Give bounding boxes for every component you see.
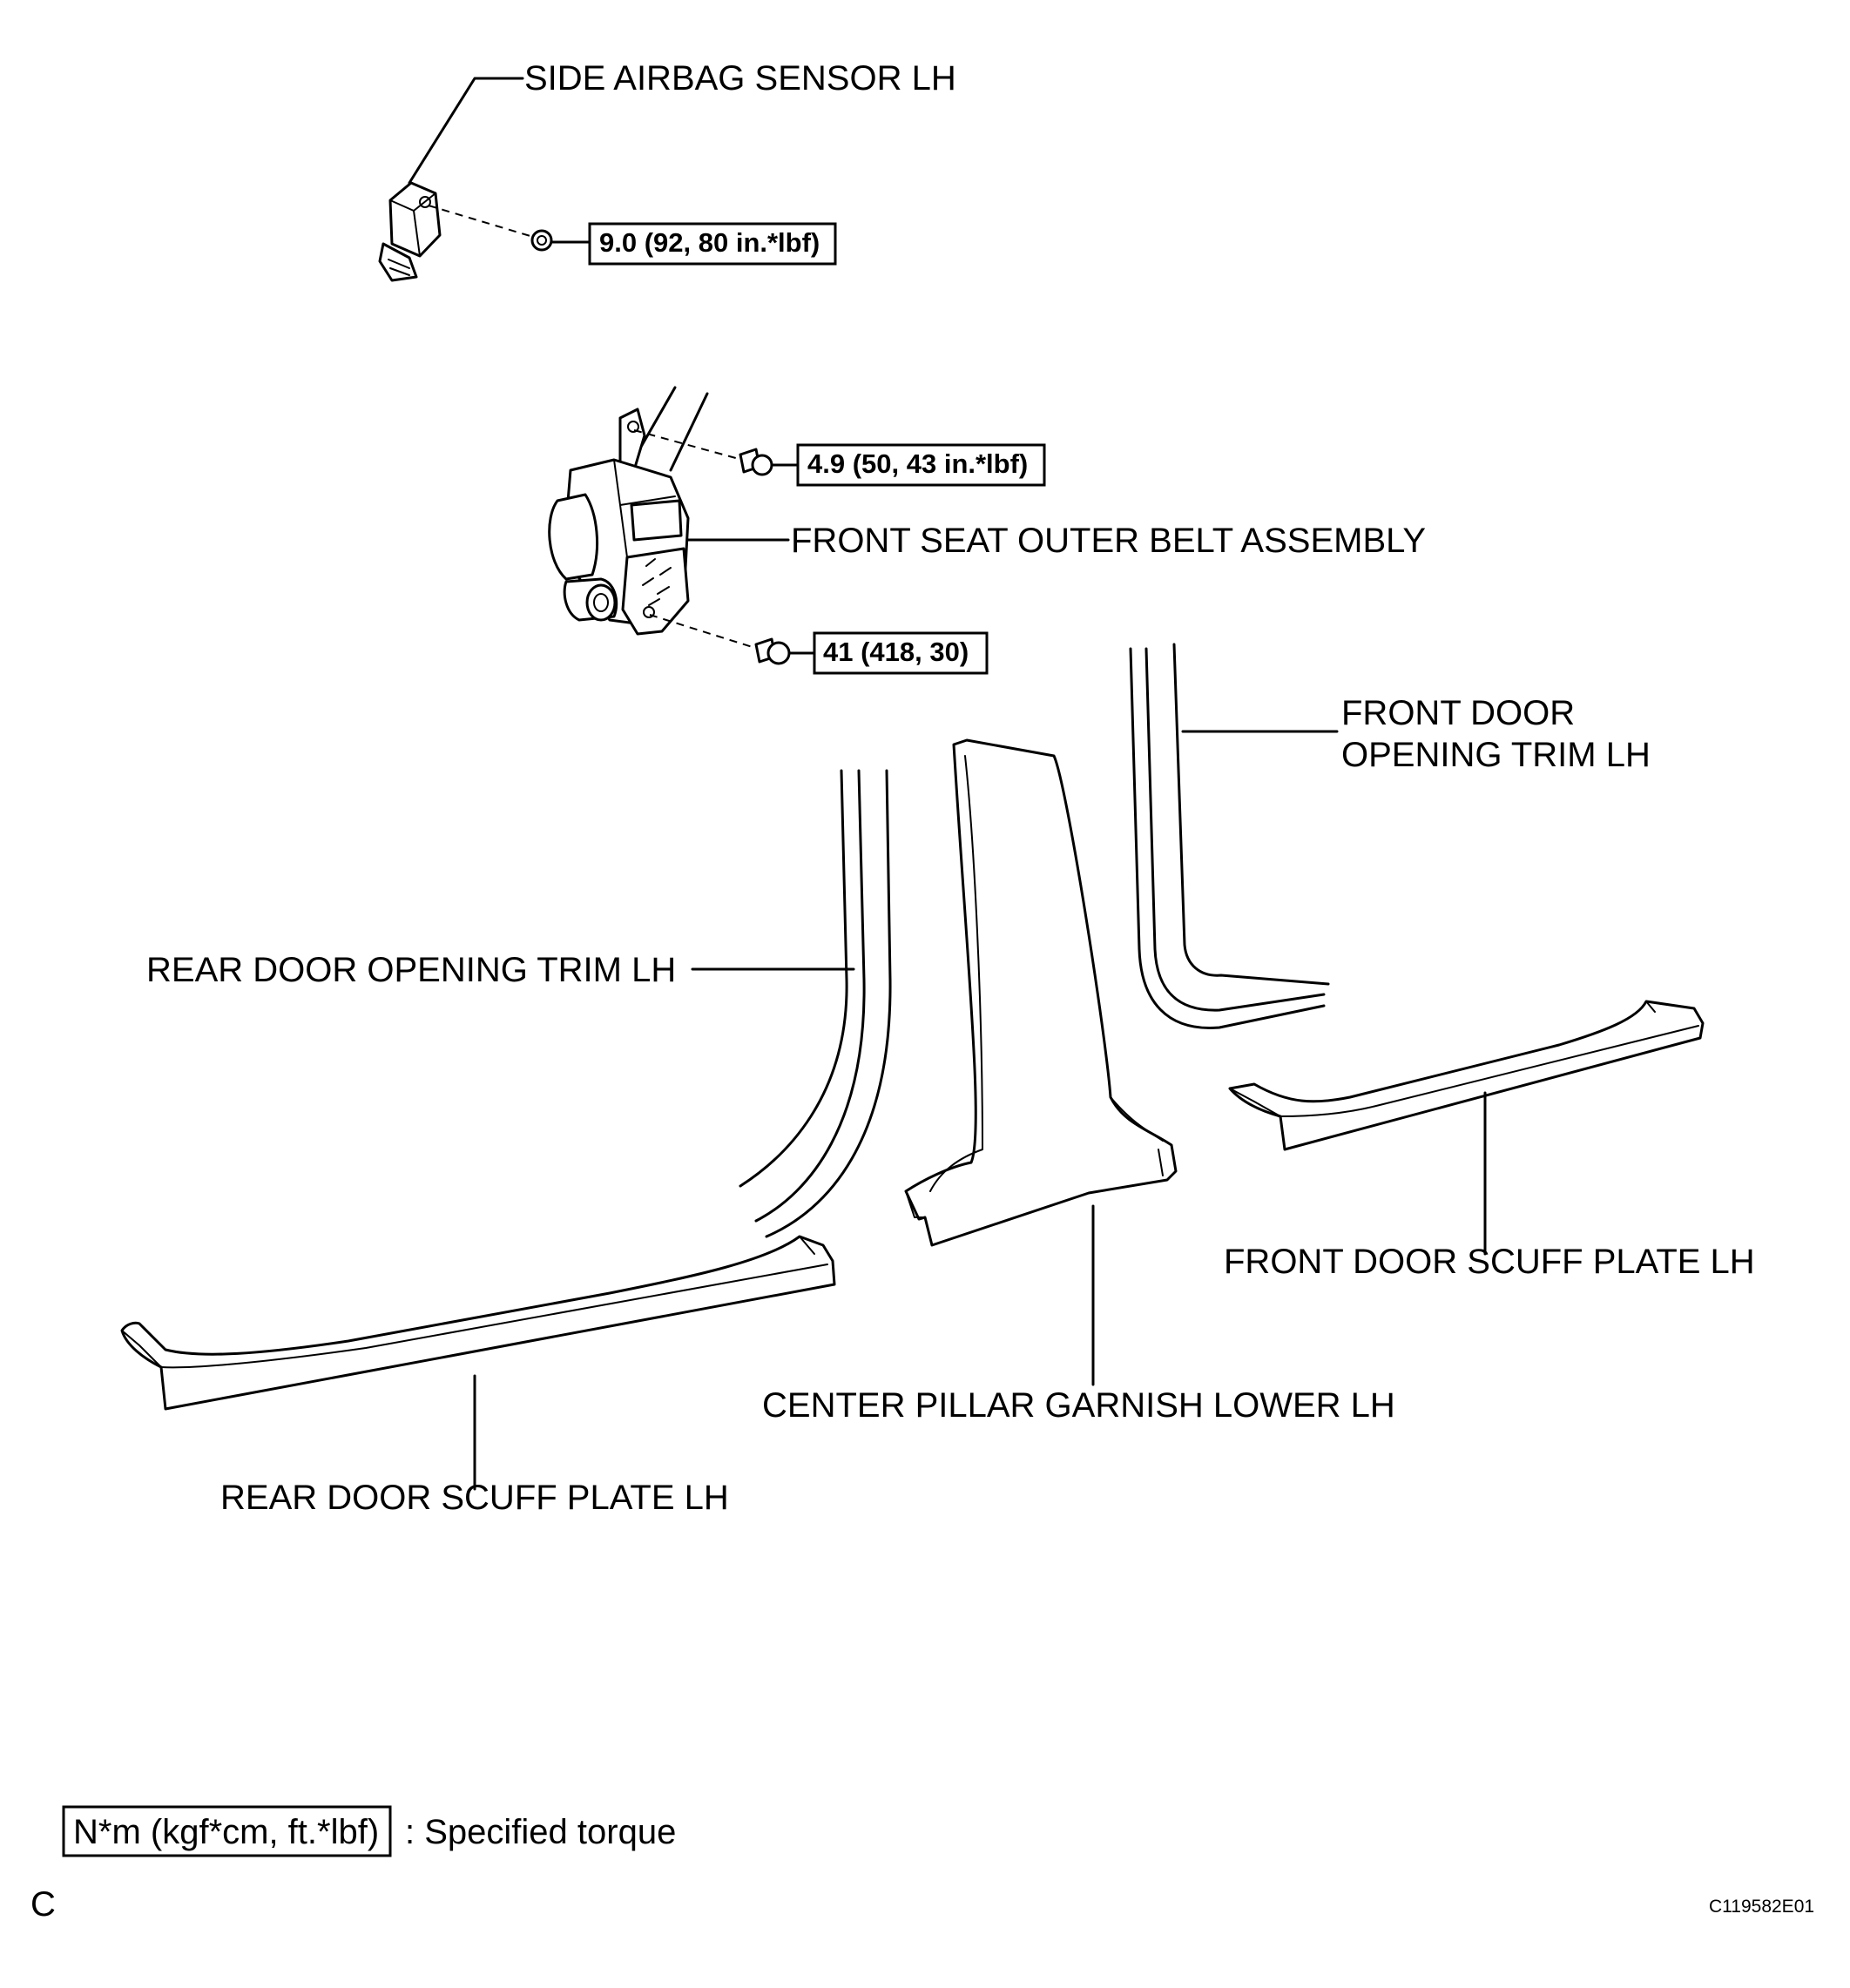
center-pillar-garnish-lower	[904, 738, 1178, 1247]
figure-id: C119582E01	[1709, 1897, 1814, 1917]
rear-door-scuff-plate	[120, 1235, 836, 1411]
belt-upper-bolt-icon	[739, 448, 773, 476]
side-airbag-sensor	[378, 181, 442, 282]
label-front-door-opening-trim-line2: OPENING TRIM LH	[1341, 736, 1651, 774]
torque-value-sensor-nut: 9.0 (92, 80 in.*lbf)	[599, 227, 820, 258]
torque-box-sensor-nut: 9.0 (92, 80 in.*lbf)	[588, 222, 837, 266]
front-door-opening-trim	[1129, 643, 1330, 1029]
torque-value-belt-upper: 4.9 (50, 43 in.*lbf)	[807, 448, 1028, 479]
sensor-nut-icon	[530, 229, 553, 252]
label-center-pillar-garnish: CENTER PILLAR GARNISH LOWER LH	[762, 1386, 1395, 1425]
legend-unit: N*m (kgf*cm, ft.*lbf)	[73, 1813, 379, 1851]
label-front-door-scuff-plate: FRONT DOOR SCUFF PLATE LH	[1224, 1243, 1755, 1281]
label-side-airbag-sensor: SIDE AIRBAG SENSOR LH	[524, 59, 956, 98]
label-rear-door-scuff-plate: REAR DOOR SCUFF PLATE LH	[220, 1479, 729, 1517]
rear-door-opening-trim	[739, 769, 892, 1238]
legend-description: : Specified torque	[405, 1813, 676, 1851]
torque-box-belt-upper: 4.9 (50, 43 in.*lbf)	[796, 443, 1046, 487]
belt-lower-bolt-icon	[754, 637, 791, 665]
label-rear-door-opening-trim: REAR DOOR OPENING TRIM LH	[146, 951, 676, 989]
corner-letter: C	[30, 1885, 56, 1924]
sensor-leader-line	[408, 77, 524, 185]
torque-value-belt-lower: 41 (418, 30)	[823, 637, 969, 667]
torque-legend: N*m (kgf*cm, ft.*lbf) : Specified torque	[62, 1805, 676, 1857]
label-front-door-opening-trim-line1: FRONT DOOR	[1341, 694, 1575, 732]
front-door-scuff-plate	[1228, 1000, 1705, 1151]
front-seat-outer-belt-assembly	[548, 386, 709, 636]
torque-box-belt-lower: 41 (418, 30)	[813, 631, 989, 675]
label-front-seat-outer-belt: FRONT SEAT OUTER BELT ASSEMBLY	[791, 522, 1426, 560]
